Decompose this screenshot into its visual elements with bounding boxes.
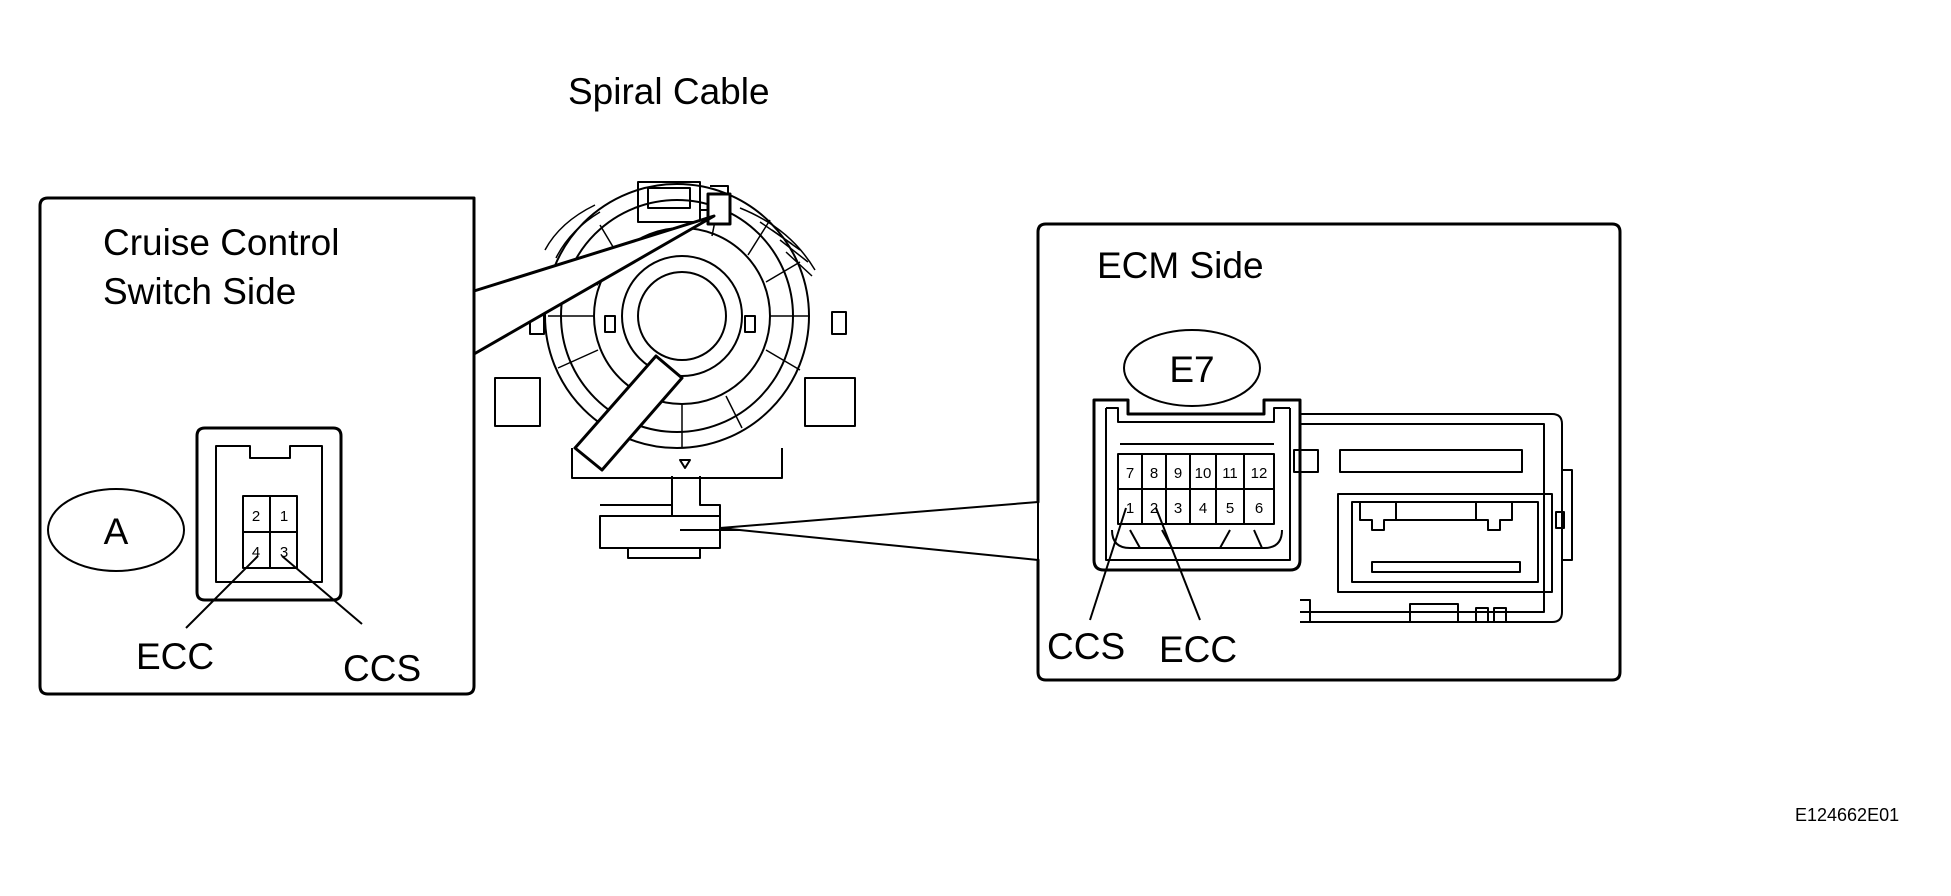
ccs-callout-line: [281, 555, 363, 625]
pin-1: 1: [280, 508, 288, 525]
cruise-control-switch-panel: Cruise Control Switch Side A 2 1 4 3 ECC…: [38, 196, 716, 696]
pin-2: 2: [252, 508, 260, 525]
ccs-label-left: CCS: [343, 648, 421, 689]
ecc-callout-line: [185, 555, 259, 629]
pin-8: 8: [1150, 465, 1158, 482]
cruise-heading-line1: Cruise Control: [103, 222, 339, 263]
pin-4: 4: [252, 544, 260, 561]
pin-12: 12: [1251, 465, 1268, 482]
pin-7: 7: [1126, 465, 1134, 482]
pin-2-ecm: 2: [1150, 500, 1158, 517]
pin-3: 3: [280, 544, 288, 561]
diagram-title: Spiral Cable: [568, 71, 770, 112]
ecm-connector-face: [1092, 398, 1302, 572]
connector-id-ellipse-a: [47, 488, 185, 572]
pin-10: 10: [1195, 465, 1212, 482]
ecm-connector-housing: [1293, 413, 1573, 623]
pin-3-ecm: 3: [1174, 500, 1182, 517]
ecm-heading: ECM Side: [1097, 245, 1264, 286]
figure-id: E124662E01: [1795, 805, 1899, 825]
pin-11: 11: [1222, 465, 1238, 482]
connector-id-a: A: [104, 511, 129, 552]
switch-side-connector: [195, 426, 343, 602]
cruise-heading-line2: Switch Side: [103, 271, 296, 312]
ccs-label-right: CCS: [1047, 626, 1125, 667]
pin-1-ecm: 1: [1126, 500, 1134, 517]
ecc-label-left: ECC: [136, 636, 214, 677]
ecc-label-right: ECC: [1159, 629, 1237, 670]
connector-id-e7: E7: [1169, 349, 1214, 390]
pin-6-ecm: 6: [1255, 500, 1263, 517]
ecm-side-panel: ECM Side E7: [719, 222, 1622, 682]
pin-4-ecm: 4: [1199, 500, 1207, 517]
ecc-callout-line-ecm: [1155, 507, 1201, 621]
ccs-callout-line-ecm: [1089, 507, 1127, 621]
pin-5-ecm: 5: [1226, 500, 1234, 517]
pin-9: 9: [1174, 465, 1182, 482]
connector-id-ellipse-e7: [1123, 329, 1261, 407]
